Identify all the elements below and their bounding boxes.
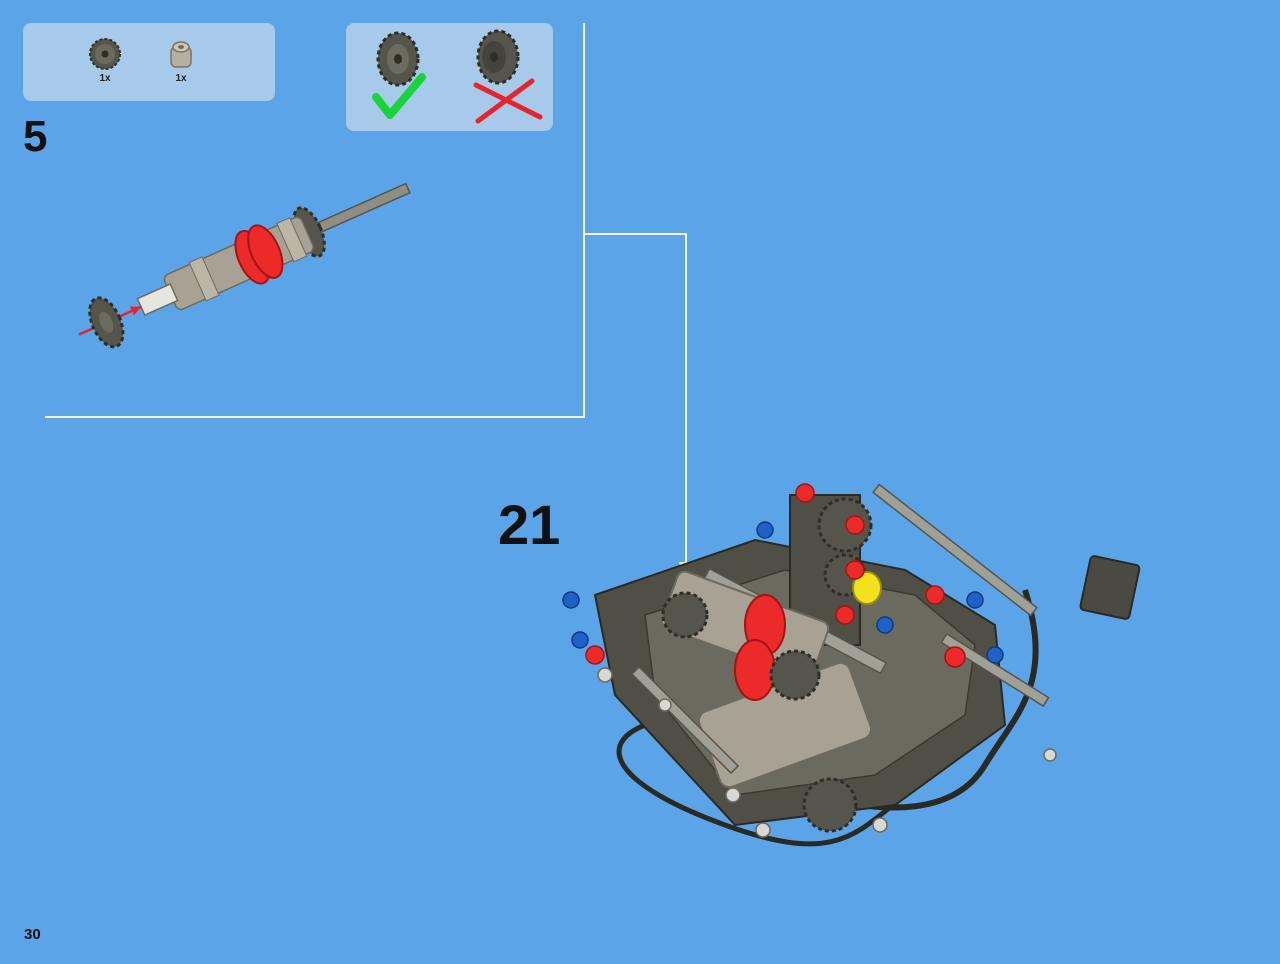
orientation-tip-illustration bbox=[372, 29, 543, 124]
gear-wrong-orientation-icon bbox=[476, 29, 520, 85]
parts-list-panel: 1x 1x bbox=[23, 23, 275, 101]
gearbox-model-illustration bbox=[562, 483, 1141, 847]
page-number: 30 bbox=[24, 926, 41, 943]
parts-list-item: 1x bbox=[161, 37, 201, 84]
step-number: 21 bbox=[498, 493, 561, 556]
part-quantity: 1x bbox=[175, 73, 187, 84]
gear-correct-orientation-icon bbox=[376, 31, 420, 87]
substep-number: 5 bbox=[23, 112, 48, 161]
cross-icon bbox=[473, 78, 543, 124]
orientation-tip-panel bbox=[346, 23, 553, 131]
substep-assembly-illustration bbox=[78, 182, 411, 349]
parts-list-item: 1x bbox=[85, 37, 125, 84]
callout-frame-right-edge bbox=[583, 23, 585, 418]
callout-frame-bottom-edge bbox=[45, 416, 585, 418]
axle-connector-icon bbox=[170, 41, 192, 68]
checkmark-icon bbox=[372, 73, 426, 119]
gear-16-tooth-icon bbox=[89, 38, 121, 70]
part-quantity: 1x bbox=[99, 73, 111, 84]
